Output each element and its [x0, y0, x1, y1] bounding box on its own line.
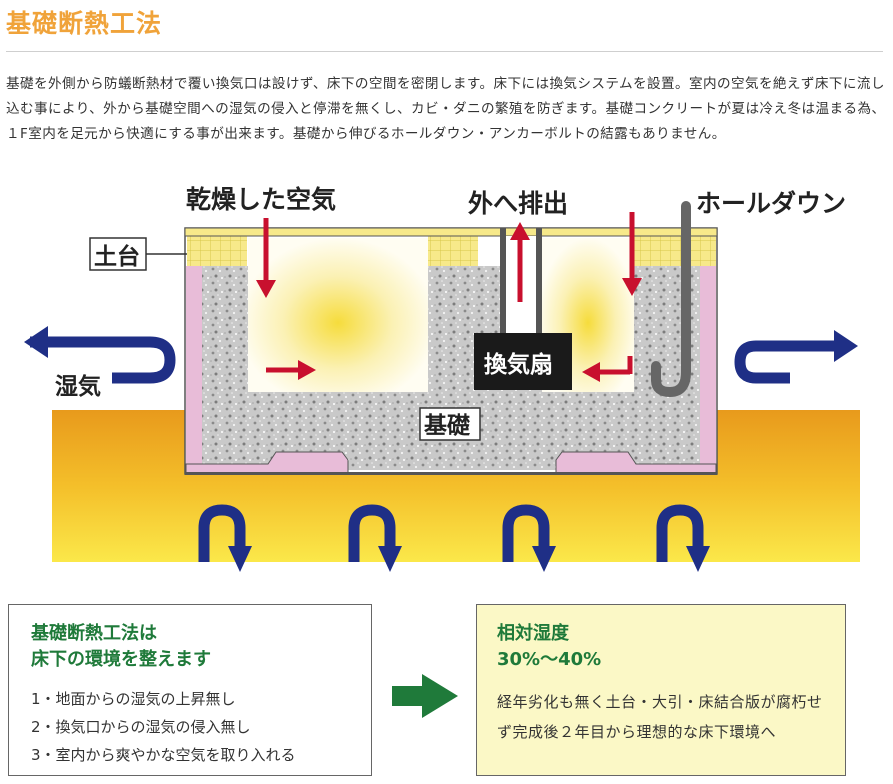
humidity-label: 湿気 [55, 373, 101, 399]
sill-label: 土台 [94, 243, 140, 269]
left-heading-line2: 床下の環境を整えます [31, 649, 211, 670]
dry-air-label: 乾燥した空気 [186, 185, 336, 214]
insulation-right [700, 266, 716, 472]
right-summary-box: 相対湿度 30%～40% 経年劣化も無く土台・大引・床結合版が腐朽せず完成後２年… [476, 604, 846, 776]
page-title: 基礎断熱工法 [6, 9, 163, 38]
left-summary-box: 基礎断熱工法は 床下の環境を整えます 1・地面からの湿気の上昇無し 2・換気口か… [8, 604, 372, 776]
left-box-list: 1・地面からの湿気の上昇無し 2・換気口からの湿気の侵入無し 3・室内から爽やか… [31, 685, 296, 769]
left-box-heading: 基礎断熱工法は 床下の環境を整えます [31, 621, 211, 673]
hold-down-bolt [651, 201, 691, 398]
right-heading-line1: 相対湿度 [497, 623, 569, 644]
ventilation-fan [474, 333, 572, 390]
right-box-heading: 相対湿度 30%～40% [497, 621, 601, 673]
exhaust-duct-left [500, 228, 506, 336]
foundation-label: 基礎 [424, 412, 470, 438]
list-item: 2・換気口からの湿気の侵入無し [31, 718, 251, 736]
left-heading-line1: 基礎断熱工法は [31, 623, 157, 644]
fan-label: 換気扇 [484, 351, 553, 377]
intro-paragraph: 基礎を外側から防蟻断熱材で覆い換気口は設けず、床下の空間を密閉します。床下には換… [6, 76, 886, 142]
exhaust-duct-right [536, 228, 542, 336]
floor-top [184, 227, 718, 237]
right-arrow-icon [392, 674, 458, 718]
insulation-left [186, 266, 202, 472]
list-item: 1・地面からの湿気の上昇無し [31, 690, 236, 708]
chamber-left [248, 238, 428, 392]
exhaust-label: 外へ排出 [468, 189, 568, 218]
foundation-diagram: 乾燥した空気 外へ排出 ホールダウン 土台 湿気 換気扇 基礎 [24, 185, 860, 572]
dry-air-arrows [256, 212, 642, 382]
sill-mid-right [632, 229, 652, 266]
title-divider [6, 51, 883, 52]
right-box-text: 経年劣化も無く土台・大引・床結合版が腐朽せず完成後２年目から理想的な床下環境へ [497, 693, 823, 741]
foundation-label-box [419, 407, 481, 441]
right-heading-line2: 30%～40% [497, 649, 602, 670]
humidity-arrows [30, 336, 850, 562]
list-item: 3・室内から爽やかな空気を取り入れる [31, 746, 296, 764]
hold-down-label: ホールダウン [696, 189, 846, 218]
sill-label-box [89, 237, 147, 271]
humidity-arrowheads [24, 326, 858, 572]
